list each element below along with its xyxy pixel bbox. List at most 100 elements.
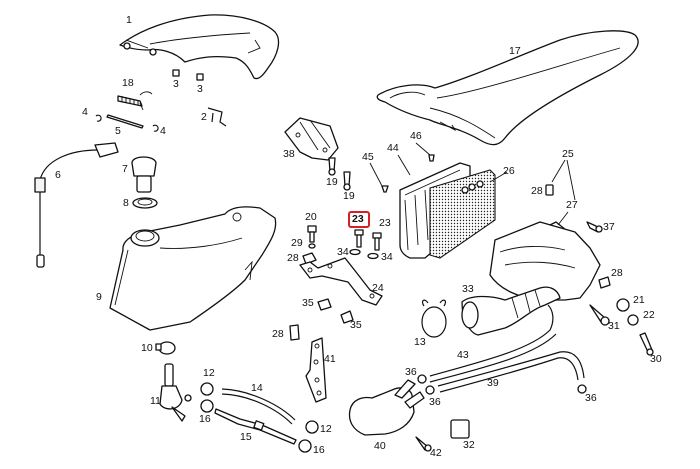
part-35-clip-nut[interactable] — [317, 298, 332, 311]
label-part-15: 15 — [240, 431, 252, 443]
label-part-28: 28 — [611, 267, 623, 279]
label-part-35: 35 — [302, 297, 314, 309]
part-46-screw[interactable] — [428, 154, 435, 162]
label-part-36: 36 — [429, 396, 441, 408]
part-34-washer[interactable] — [349, 248, 361, 256]
part-6-fuel-level-sensor[interactable] — [34, 142, 119, 268]
label-part-36: 36 — [405, 366, 417, 378]
label-part-28: 28 — [272, 328, 284, 340]
part-41-mounting-plate[interactable] — [305, 337, 327, 403]
part-40-valve-body[interactable] — [348, 379, 425, 436]
part-39-breather-hose[interactable] — [437, 351, 585, 393]
label-part-25: 25 — [562, 148, 574, 160]
part-28-clip-nut[interactable] — [302, 252, 317, 265]
label-part-29: 29 — [291, 237, 303, 249]
part-7-fuel-cap[interactable] — [131, 156, 157, 193]
label-part-44: 44 — [387, 142, 399, 154]
label-part-24: 24 — [372, 282, 384, 294]
part-26-air-filter[interactable] — [429, 169, 496, 259]
label-part-7: 7 — [122, 163, 128, 175]
label-part-20: 20 — [305, 211, 317, 223]
part-19-screw[interactable] — [328, 157, 336, 176]
part-37-screw[interactable] — [586, 221, 603, 233]
label-part-8: 8 — [123, 197, 129, 209]
part-21-grommet[interactable] — [616, 298, 630, 312]
part-12-hose-clamp[interactable] — [305, 420, 319, 434]
label-part-35: 35 — [350, 319, 362, 331]
label-part-16: 16 — [313, 444, 325, 456]
label-part-19: 19 — [326, 176, 338, 188]
part-4-circlip[interactable] — [152, 124, 159, 132]
label-part-2: 2 — [201, 111, 207, 123]
label-part-34: 34 — [337, 246, 349, 258]
part-22-spacer[interactable] — [627, 314, 639, 326]
label-part-3: 3 — [173, 78, 179, 90]
part-23-screw[interactable] — [354, 229, 364, 248]
part-33-intake-sleeve[interactable] — [461, 286, 561, 336]
label-part-9: 9 — [96, 291, 102, 303]
label-part-23-highlighted[interactable]: 23 — [352, 213, 364, 225]
part-9-fuel-tank[interactable] — [109, 206, 277, 331]
part-32-pad[interactable] — [450, 419, 470, 439]
part-1-tank-cover[interactable] — [119, 14, 280, 80]
part-35-clip-nut[interactable] — [340, 310, 354, 324]
label-part-22: 22 — [643, 309, 655, 321]
label-part-21: 21 — [633, 294, 645, 306]
highlight-box — [348, 211, 370, 228]
label-part-42: 42 — [430, 447, 442, 459]
part-16-hose-clamp[interactable] — [200, 399, 214, 413]
label-part-14: 14 — [251, 382, 263, 394]
part-36-hose-clamp[interactable] — [417, 374, 427, 384]
part-23-screw[interactable] — [372, 232, 382, 251]
label-part-11: 11 — [150, 395, 161, 407]
part-28-clip-nut[interactable] — [598, 276, 611, 289]
part-20-bolt[interactable] — [307, 225, 317, 243]
part-4-circlip[interactable] — [95, 114, 102, 122]
part-36-hose-clamp[interactable] — [577, 384, 587, 394]
part-34-washer[interactable] — [367, 252, 379, 260]
label-part-46: 46 — [410, 130, 422, 142]
part-19-screw[interactable] — [343, 171, 351, 191]
part-8-cap-gasket[interactable] — [132, 197, 158, 209]
label-part-26: 26 — [503, 165, 515, 177]
part-14-fuel-hose[interactable] — [221, 388, 296, 425]
label-part-41: 41 — [324, 353, 336, 365]
part-24-tank-bracket[interactable] — [299, 257, 383, 306]
part-2-bracket-clip[interactable] — [207, 107, 227, 127]
part-5-hinge-pin[interactable] — [106, 114, 144, 129]
part-43-drain-hose[interactable] — [429, 304, 557, 383]
part-17-seat[interactable] — [376, 30, 639, 146]
label-part-40: 40 — [374, 440, 386, 452]
part-11-fuel-tap[interactable] — [159, 363, 192, 422]
label-part-33: 33 — [462, 283, 474, 295]
part-28-clip-nut[interactable] — [545, 184, 554, 196]
label-part-10: 10 — [141, 342, 153, 354]
part-45-screw[interactable] — [381, 185, 389, 193]
part-18-spring[interactable] — [117, 91, 153, 111]
part-10-hose-clamp[interactable] — [155, 341, 176, 355]
part-16-hose-clamp[interactable] — [298, 439, 312, 453]
label-part-39: 39 — [487, 377, 499, 389]
part-36-hose-clamp[interactable] — [425, 385, 435, 395]
label-part-31: 31 — [608, 320, 620, 332]
part-15-fuel-filter-hose[interactable] — [214, 408, 297, 445]
label-part-6: 6 — [55, 169, 61, 181]
part-29-washer[interactable] — [308, 243, 316, 249]
part-12-hose-clamp[interactable] — [200, 382, 214, 396]
part-13-hose-clip[interactable] — [421, 299, 447, 338]
label-part-5: 5 — [115, 125, 121, 137]
part-42-screw[interactable] — [415, 436, 432, 452]
part-28-clip-nut[interactable] — [289, 324, 300, 341]
part-3-rubber-pad[interactable] — [196, 73, 204, 81]
label-part-34: 34 — [381, 251, 393, 263]
part-30-bolt[interactable] — [639, 332, 654, 356]
part-3-rubber-pad[interactable] — [172, 69, 180, 77]
part-31-screw[interactable] — [589, 304, 610, 326]
label-part-36: 36 — [585, 392, 597, 404]
part-38-hinge-bracket[interactable] — [284, 117, 339, 161]
label-part-28: 28 — [287, 252, 299, 264]
label-part-13: 13 — [414, 336, 426, 348]
label-part-43: 43 — [457, 349, 469, 361]
label-part-38: 38 — [283, 148, 295, 160]
